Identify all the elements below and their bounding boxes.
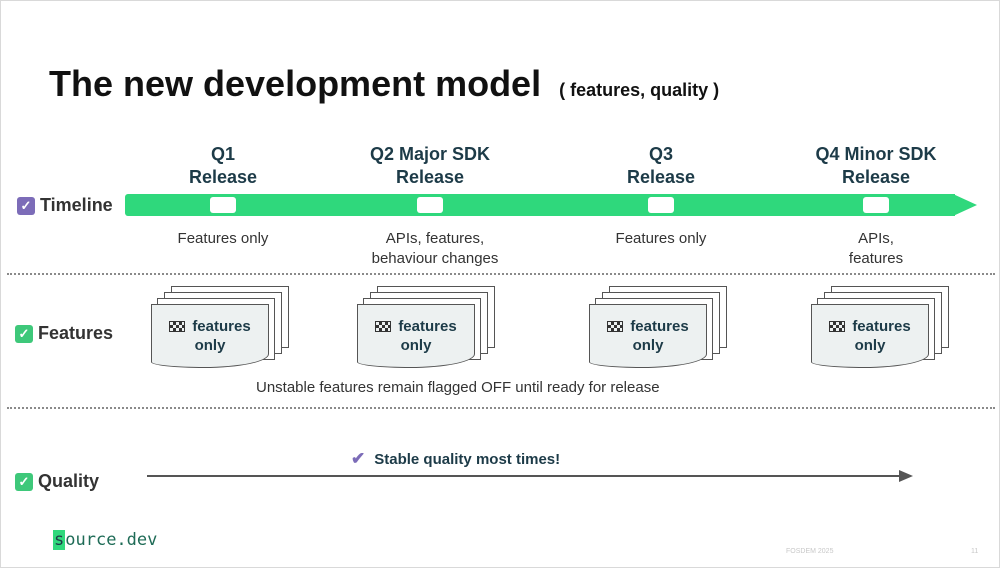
feature-doc-line2: only: [194, 337, 226, 354]
row-label-features: ✓ Features: [15, 323, 113, 344]
feature-doc-line1-text: features: [192, 318, 251, 335]
milestone-marker-q4: [863, 197, 889, 213]
section-divider-bottom: [7, 407, 995, 409]
check-mark-icon: ✔: [351, 449, 366, 468]
feature-doc-stack-q3: features only: [589, 286, 729, 376]
quarter-desc-q1: Features only: [178, 229, 269, 249]
feature-doc-card: features only: [357, 304, 475, 368]
quarter-q1-line2: Release: [188, 167, 258, 187]
quarter-desc-q4: APIs, features: [849, 229, 903, 269]
milestone-marker-q2: [417, 197, 443, 213]
feature-doc-card: features only: [589, 304, 707, 368]
feature-doc-line1-text: features: [852, 318, 911, 335]
features-note: Unstable features remain flagged OFF unt…: [256, 379, 660, 396]
quarter-desc-q3: Features only: [616, 229, 707, 249]
quarter-desc-q4-line1: APIs,: [858, 230, 894, 247]
quarter-q4-line1: Q4 Minor SDK: [815, 144, 937, 164]
check-square-icon: ✓: [15, 472, 33, 491]
check-square-icon: ✓: [15, 324, 33, 343]
quarter-heading-q2: Q2 Major SDK Release: [370, 143, 490, 189]
checkered-flag-icon: [829, 321, 846, 332]
quarter-desc-q2-line1: APIs, features,: [385, 230, 485, 247]
row-label-features-text: Features: [38, 323, 114, 343]
quality-arrow-line: [147, 475, 901, 477]
feature-doc-card: features only: [811, 304, 929, 368]
row-label-timeline: ✓ Timeline: [17, 195, 113, 216]
feature-doc-line1: features: [375, 317, 457, 336]
feature-doc-line1: features: [607, 317, 689, 336]
feature-doc-stack-q1: features only: [151, 286, 291, 376]
quarter-heading-q3: Q3 Release: [627, 143, 695, 189]
slide-title-text: The new development model: [49, 63, 542, 104]
quarter-q3-line2: Release: [626, 167, 696, 187]
feature-doc-line1: features: [829, 317, 911, 336]
feature-doc-stack-q2: features only: [357, 286, 497, 376]
quarter-desc-q3-line1: Features only: [615, 230, 707, 247]
checkered-flag-icon: [607, 321, 624, 332]
check-square-icon: ✓: [17, 196, 35, 215]
quality-arrowhead: [899, 470, 913, 482]
quarter-q4-line2: Release: [841, 167, 911, 187]
quarter-q3-line1: Q3: [648, 144, 673, 164]
slide-title: The new development model ( features, qu…: [49, 63, 719, 105]
feature-doc-line2: only: [400, 337, 432, 354]
section-divider-top: [7, 273, 995, 275]
feature-doc-line2: only: [632, 337, 664, 354]
timeline-arrowhead: [953, 194, 977, 216]
quarter-heading-q4: Q4 Minor SDK Release: [815, 143, 936, 189]
quarter-desc-q4-line2: features: [848, 250, 904, 267]
footer-event: FOSDEM 2025: [786, 548, 834, 555]
feature-doc-line2: only: [854, 337, 886, 354]
page-number: 11: [971, 548, 979, 555]
quarter-q1-line1: Q1: [210, 144, 235, 164]
feature-doc-card: features only: [151, 304, 269, 368]
milestone-marker-q3: [648, 197, 674, 213]
logo-text: ource.dev: [65, 530, 158, 550]
quarter-q2-line2: Release: [395, 167, 465, 187]
row-label-quality: ✓ Quality: [15, 471, 99, 492]
feature-doc-line1-text: features: [398, 318, 457, 335]
source-dev-logo: source.dev: [53, 530, 157, 550]
quarter-desc-q2-line2: behaviour changes: [371, 250, 499, 267]
row-label-timeline-text: Timeline: [40, 195, 113, 215]
quarter-heading-q1: Q1 Release: [189, 143, 257, 189]
checkered-flag-icon: [169, 321, 186, 332]
feature-doc-line1: features: [169, 317, 251, 336]
row-label-quality-text: Quality: [38, 471, 100, 491]
milestone-marker-q1: [210, 197, 236, 213]
slide-subtitle: ( features, quality ): [559, 80, 720, 100]
quarter-q2-line1: Q2 Major SDK: [369, 144, 491, 164]
timeline-bar: [125, 194, 955, 216]
feature-doc-stack-q4: features only: [811, 286, 951, 376]
logo-mark: s: [53, 530, 66, 550]
quality-note: ✔ Stable quality most times!: [351, 449, 560, 469]
quarter-desc-q2: APIs, features, behaviour changes: [372, 229, 499, 269]
feature-doc-line1-text: features: [630, 318, 689, 335]
quarter-desc-q1-line1: Features only: [177, 230, 269, 247]
quality-note-text: Stable quality most times!: [374, 450, 561, 468]
checkered-flag-icon: [375, 321, 392, 332]
